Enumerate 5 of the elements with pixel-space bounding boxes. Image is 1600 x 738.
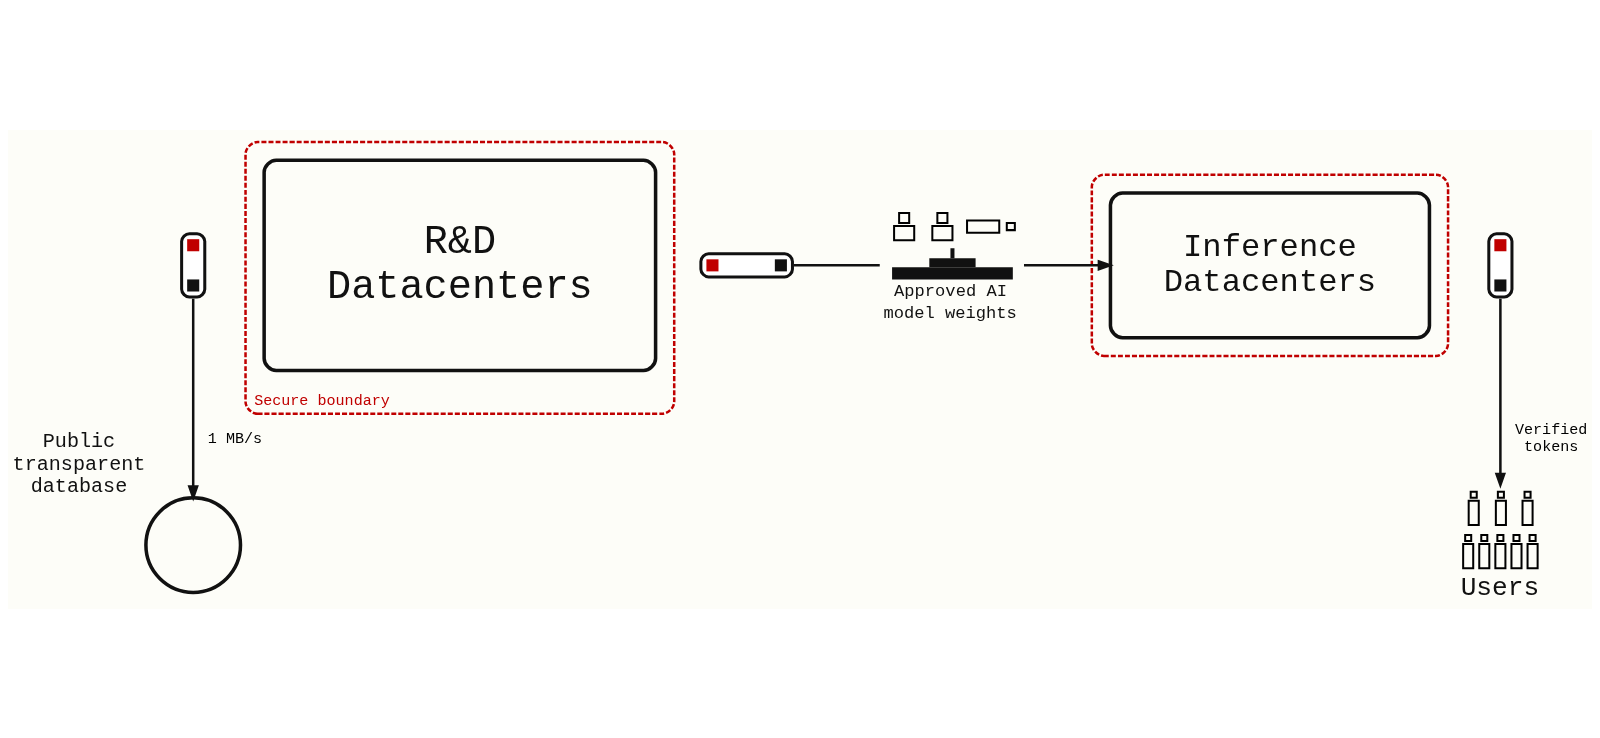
node-label: Public transparent database xyxy=(12,429,146,498)
edge-label: Verified tokens xyxy=(1514,420,1588,456)
edge-label: 1 MB/s xyxy=(207,429,263,448)
node-label: Approved AI model weights xyxy=(883,281,1017,323)
node-label: Users xyxy=(1460,572,1540,603)
